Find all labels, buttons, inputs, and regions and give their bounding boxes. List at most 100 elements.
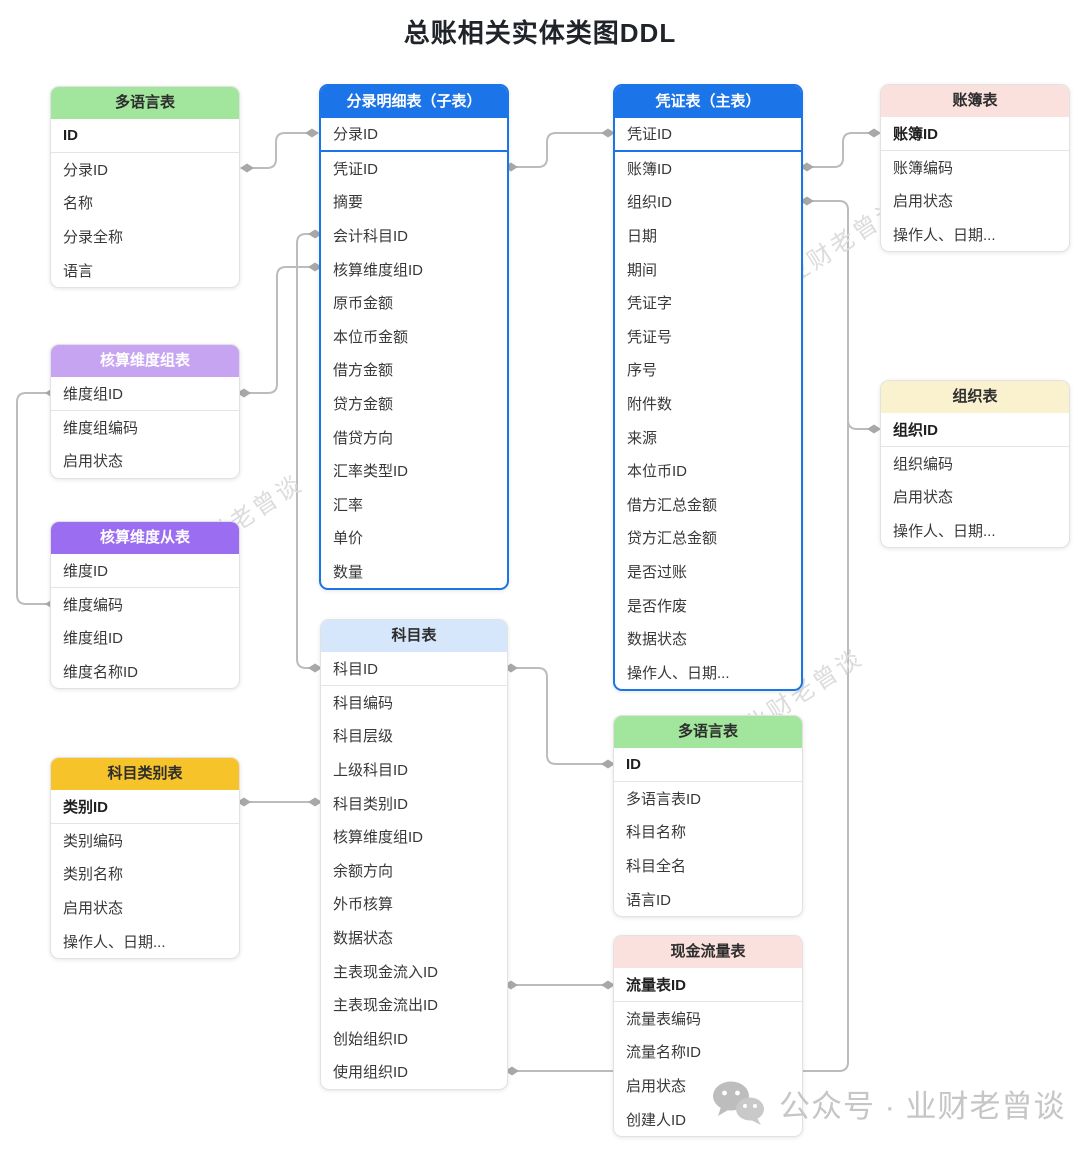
field-row: 序号 — [627, 362, 658, 380]
field-row: 凭证字 — [627, 295, 673, 313]
field-row: 组织ID — [627, 194, 673, 212]
table-title: 核算维度组表 — [51, 345, 239, 377]
field-row: 创始组织ID — [333, 1030, 409, 1048]
field-row: 汇率 — [333, 496, 364, 514]
pk-rows: 科目ID — [321, 652, 507, 686]
pk-field-row: 凭证ID — [615, 118, 801, 152]
field-row: 贷方金额 — [333, 396, 394, 414]
field-row: 日期 — [627, 228, 658, 246]
field-row: 启用状态 — [626, 1078, 687, 1096]
field-row: 科目类别ID — [333, 795, 409, 813]
field-row: 借方金额 — [333, 362, 394, 380]
field-row: 启用状态 — [893, 193, 954, 211]
connector-org-branch — [847, 419, 881, 434]
field-row: 维度编码 — [63, 596, 124, 614]
field-row: 语言ID — [626, 891, 672, 909]
field-row: 名称 — [63, 195, 94, 213]
field-row: 本位币ID — [627, 463, 688, 481]
field-row: 操作人、日期... — [893, 227, 996, 245]
field-row: 账簿ID — [627, 160, 673, 178]
field-row: 单价 — [333, 530, 364, 548]
table-title: 现金流量表 — [614, 936, 802, 968]
field-rows: 组织编码启用状态操作人、日期... — [881, 447, 1069, 548]
table-title: 分录明细表（子表） — [321, 86, 507, 118]
pk-field-row: 维度ID — [51, 554, 239, 588]
field-row: 科目层级 — [333, 728, 394, 746]
ledger-table: 账簿表 账簿ID 账簿编码启用状态操作人、日期... — [880, 84, 1070, 253]
field-row: 凭证号 — [627, 328, 673, 346]
connector-dimgroup-dimmember — [16, 388, 59, 609]
connector-voucher-ledger — [800, 128, 881, 172]
field-row: 语言 — [63, 262, 94, 280]
connector-voucher-org-and-account-org — [505, 196, 849, 1076]
field-row: 核算维度组ID — [333, 829, 424, 847]
connector-dimgroup-entrydetail — [237, 262, 322, 398]
field-row: 多语言表ID — [626, 790, 702, 808]
organization-table: 组织表 组织ID 组织编码启用状态操作人、日期... — [880, 380, 1070, 549]
pk-rows: 分录ID — [321, 118, 507, 152]
field-row: 原币金额 — [333, 295, 394, 313]
pk-field-row: 账簿ID — [881, 117, 1069, 151]
field-row: 启用状态 — [63, 453, 124, 471]
pk-rows: ID — [51, 119, 239, 153]
connector-account-multilang2 — [504, 663, 615, 769]
page-title: 总账相关实体类图DDL — [403, 18, 677, 48]
pk-field-row: 组织ID — [881, 413, 1069, 447]
field-rows: 类别编码类别名称启用状态操作人、日期... — [51, 824, 239, 958]
pk-rows: 维度ID — [51, 554, 239, 588]
field-row: 凭证ID — [333, 160, 379, 178]
table-title: 多语言表 — [51, 87, 239, 119]
footer-text: 公众号 · 业财老曾谈 — [779, 1088, 1066, 1124]
field-row: 数据状态 — [627, 631, 688, 649]
pk-field-row: 类别ID — [51, 790, 239, 824]
table-title: 账簿表 — [881, 85, 1069, 117]
field-rows: 多语言表ID 科目名称科目全名语言ID — [614, 782, 802, 916]
field-row: 是否作废 — [627, 597, 688, 615]
field-row: 维度组编码 — [63, 419, 139, 437]
field-row: 数量 — [333, 564, 364, 582]
table-title: 组织表 — [881, 381, 1069, 413]
field-rows: 账簿编码启用状态操作人、日期... — [881, 151, 1069, 252]
field-row: 流量名称ID — [626, 1044, 702, 1062]
pk-rows: 组织ID — [881, 413, 1069, 447]
pk-field-row: ID — [614, 748, 802, 782]
field-row: 摘要 — [333, 194, 364, 212]
field-row: 数据状态 — [333, 930, 394, 948]
field-row: 科目编码 — [333, 694, 394, 712]
field-row: 科目全名 — [626, 858, 687, 876]
field-row: 是否过账 — [627, 564, 688, 582]
field-row: 来源 — [627, 429, 658, 447]
field-row: 核算维度组ID — [333, 261, 424, 279]
field-row: 贷方汇总金额 — [627, 530, 718, 548]
field-row: 主表现金流入ID — [333, 963, 439, 981]
pk-field-row: 科目ID — [321, 652, 507, 686]
field-row: 外币核算 — [333, 896, 394, 914]
field-row: 使用组织ID — [333, 1064, 409, 1082]
table-title: 核算维度从表 — [51, 522, 239, 554]
table-title: 科目表 — [321, 620, 507, 652]
field-row: 附件数 — [627, 396, 673, 414]
pk-field-row: 分录ID — [321, 118, 507, 152]
field-row: 本位币金额 — [333, 328, 409, 346]
account-category-table: 科目类别表 类别ID 类别编码类别名称启用状态操作人、日期... — [50, 757, 240, 959]
wechat-footer: 公众号 · 业财老曾谈 — [710, 1080, 1066, 1126]
pk-rows: 类别ID — [51, 790, 239, 824]
dimension-group-table: 核算维度组表 维度组ID 维度组编码启用状态 — [50, 344, 240, 479]
table-title: 科目类别表 — [51, 758, 239, 790]
pk-rows: 账簿ID — [881, 117, 1069, 151]
field-row: 操作人、日期... — [893, 523, 996, 541]
pk-rows: 凭证ID — [615, 118, 801, 152]
field-row: 主表现金流出ID — [333, 997, 439, 1015]
field-row: 分录ID — [63, 161, 109, 179]
field-row: 会计科目ID — [333, 228, 409, 246]
field-row: 组织编码 — [893, 455, 954, 473]
field-row: 科目名称 — [626, 824, 687, 842]
